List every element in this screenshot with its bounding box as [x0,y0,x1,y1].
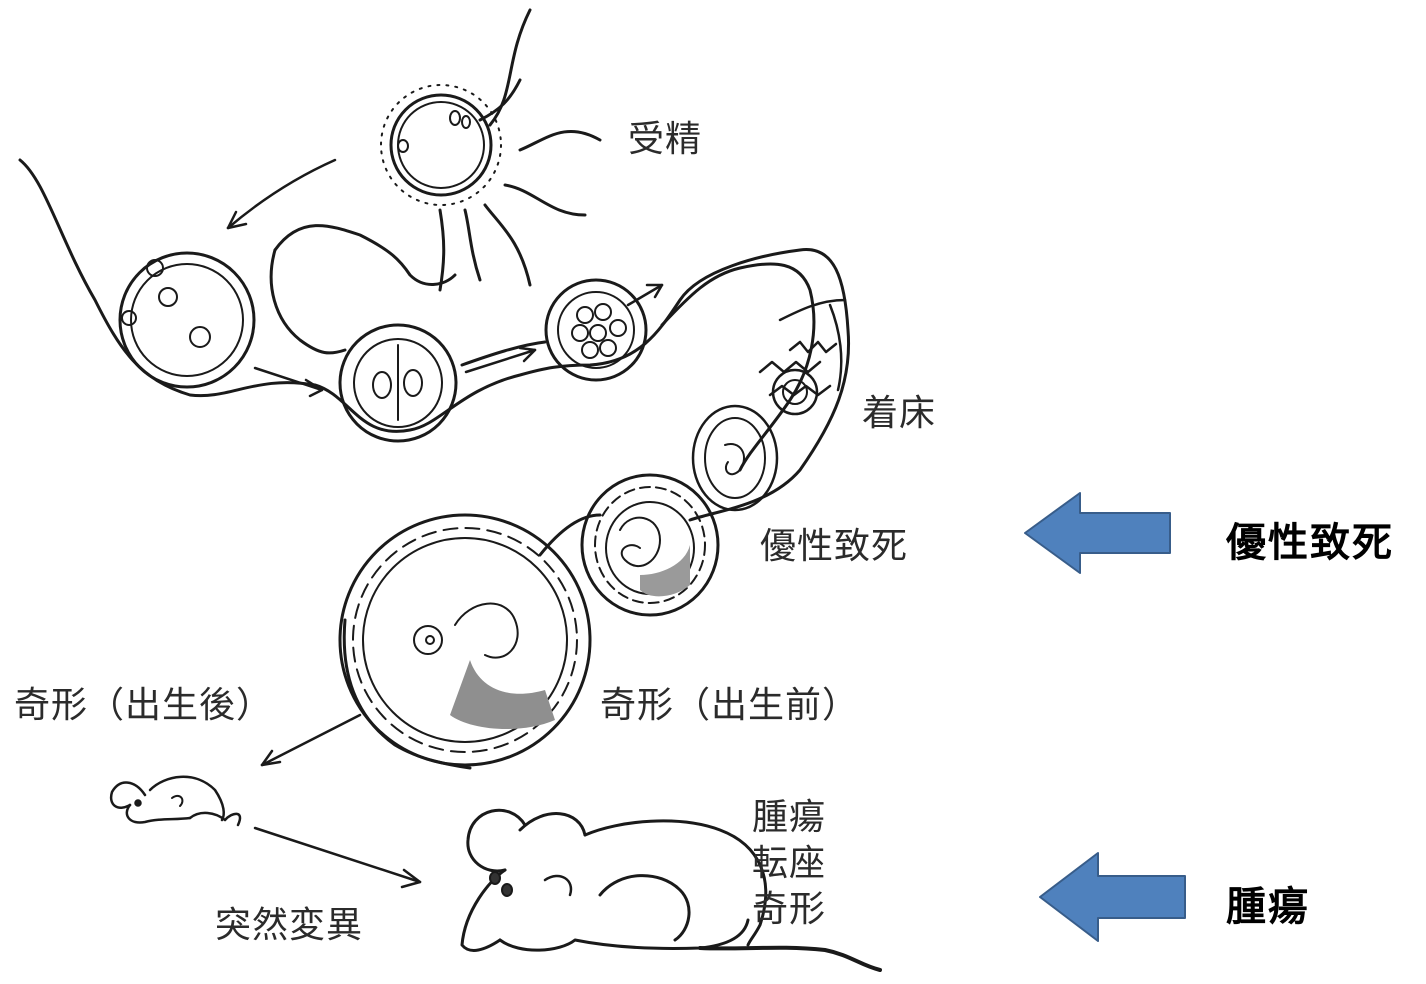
tumor-callout: 腫瘍 [1226,874,1310,932]
mutation-label: 突然変異 [215,896,363,948]
dominant-lethal-arrow-icon [1025,493,1170,573]
oviduct-outline [20,160,849,520]
callout-arrows [1025,493,1185,941]
zygote-stage-icon [120,253,254,387]
sperm-group [440,10,600,290]
progression-arrows [228,160,662,887]
fertilized-egg-icon [381,85,501,205]
malformation-prenatal-label: 奇形（出生前） [600,676,859,728]
adult-effect-malformation: 奇形 [752,887,826,933]
fertilization-label: 受精 [628,110,702,162]
dominant-lethal-callout: 優性致死 [1226,510,1394,568]
implantation-label: 着床 [862,384,936,436]
malformation-postnatal-label: 奇形（出生後） [14,676,273,728]
dominant-lethal-label: 優性致死 [760,517,908,569]
implantation-site-icon [693,300,845,510]
early-embryo-icon [582,475,718,615]
late-fetus-icon [340,515,600,768]
two-cell-stage-icon [340,325,456,441]
adult-effects-list: 腫瘍 転座 奇形 [752,795,826,933]
adult-effect-tumor: 腫瘍 [752,795,826,841]
tumor-arrow-icon [1040,853,1185,941]
adult-effect-translocation: 転座 [752,841,826,887]
newborn-mouse-icon [111,777,240,825]
